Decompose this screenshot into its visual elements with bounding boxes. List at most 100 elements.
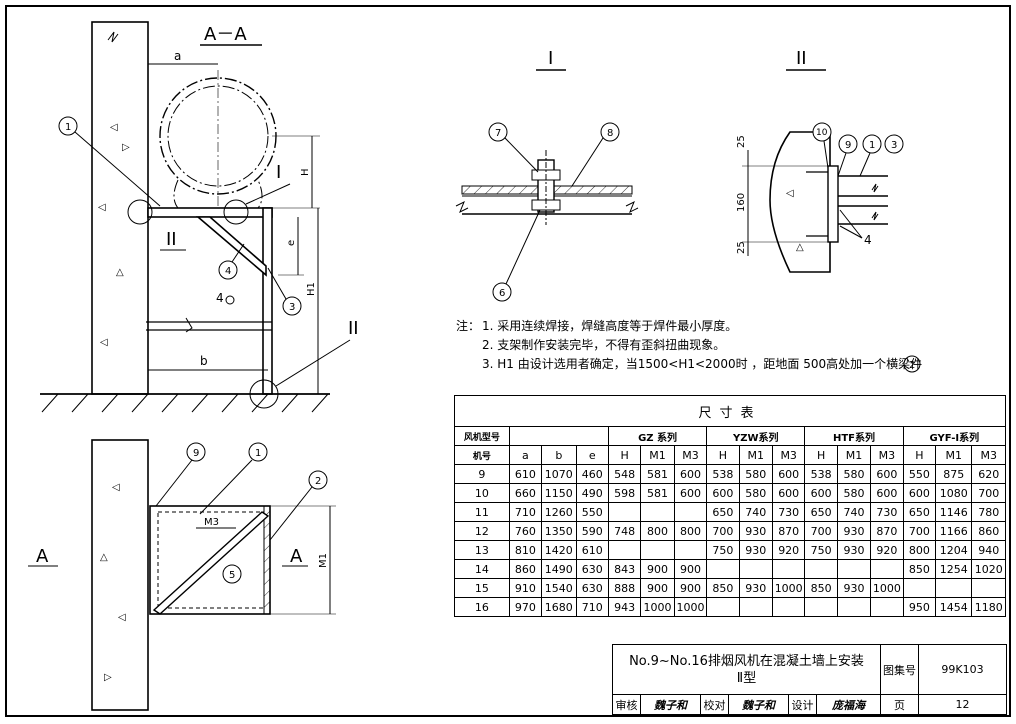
detail-ii-ref-2: II [348,318,359,339]
table-cell: 930 [738,578,773,598]
col-header: e [575,445,609,465]
table-cell: 748 [607,521,642,541]
svg-text:▷: ▷ [122,142,130,153]
table-cell: 1254 [935,559,973,579]
table-cell: 870 [870,521,904,541]
table-cell: 600 [706,483,740,503]
table-cell [836,559,872,579]
callout-1-a: 1 [65,122,71,133]
diagonal-brace-plan [152,511,270,615]
table-cell: 600 [804,483,838,503]
table-cell: 1080 [935,483,973,503]
table-cell: 700 [902,521,937,541]
horizontal-beam [147,207,273,218]
table-cell: 1420 [541,540,577,560]
table-cell: 800 [902,540,937,560]
table-cell: 600 [673,483,708,503]
dim-b-label: b [200,354,208,368]
table-cell [870,597,904,617]
svg-text:◁: ◁ [100,337,108,348]
table-cell: 1166 [935,521,973,541]
callout-5: 5 [229,570,235,581]
table-cell: 930 [836,578,872,598]
wall-plan [91,439,149,711]
table-cell: 620 [971,464,1006,484]
callout-7: 7 [495,128,501,139]
col-header: H [804,445,838,465]
table-cell: 780 [971,502,1006,522]
table-cell: 590 [575,521,609,541]
table-caption: 尺寸表 [454,395,1006,427]
table-cell: 580 [738,464,773,484]
detail-ii-ref: II [166,229,177,250]
callout-2: 2 [315,476,321,487]
table-cell: 730 [870,502,904,522]
table-cell: 843 [607,559,642,579]
table-cell: 970 [508,597,543,617]
svg-text:◁: ◁ [118,612,126,623]
table-cell: 740 [836,502,872,522]
svg-text:◁: ◁ [110,122,118,133]
notes: 注： 1. 采用连续焊接，焊缝高度等于焊件最小厚度。 2. 支架制作安装完毕，不… [456,318,922,373]
table-cell: 700 [971,483,1006,503]
table-cell [673,502,708,522]
detail-i-ref: I [276,162,281,183]
concrete-wall [91,21,149,395]
svg-text:△: △ [116,267,124,278]
table-cell: 860 [971,521,1006,541]
dim-m1-label: M1 [318,553,329,568]
svg-text:▷: ▷ [104,672,112,683]
table-cell: 1454 [935,597,973,617]
svg-text:△: △ [100,552,108,563]
review-label: 审核 [612,694,641,715]
fan-model-label: 风机型号 [454,426,510,446]
col-header: H [902,445,937,465]
table-cell: 650 [706,502,740,522]
table-cell: 538 [706,464,740,484]
table-cell: 930 [738,540,773,560]
table-cell [935,578,973,598]
table-cell [771,559,806,579]
svg-text:◁: ◁ [786,188,794,199]
title-block: No.9~No.16排烟风机在混凝土墙上安装 Ⅱ型 图集号 99K103 审核 … [612,644,1007,715]
table-cell [804,597,838,617]
table-cell: 900 [640,578,675,598]
table-cell: 1146 [935,502,973,522]
detail-i-title: I [548,48,553,69]
table-cell: 710 [508,502,543,522]
title-line-2: Ⅱ型 [736,670,757,686]
table-cell: 1150 [541,483,577,503]
table-cell: 650 [804,502,838,522]
machine-no-cell: 15 [454,578,510,598]
table-cell: 581 [640,464,675,484]
table-cell [870,559,904,579]
table-cell: 600 [902,483,937,503]
group-gyf: GYF-Ⅰ系列 [902,426,1007,446]
table-cell [738,597,773,617]
table-cell: 580 [836,483,872,503]
diagonal-brace [195,216,267,277]
weld-symbol-a: 4 [216,291,224,305]
table-cell [902,578,937,598]
dim-160: 160 [736,193,747,212]
table-cell: 943 [607,597,642,617]
callout-6: 6 [499,288,505,299]
table-cell: 700 [706,521,740,541]
table-cell [971,578,1006,598]
design-label: 设计 [788,694,817,715]
dim-25-top: 25 [736,135,747,148]
table-cell [738,559,773,579]
table-cell [607,502,642,522]
view-plan: ◁ △ ◁ ▷ M3 M1 A A 9 1 2 5 [28,439,336,711]
machine-no-cell: 13 [454,540,510,560]
table-cell: 610 [508,464,543,484]
table-cell: 1680 [541,597,577,617]
table-cell: 930 [836,521,872,541]
table-cell [771,597,806,617]
vertical-post [262,207,273,395]
machine-no-cell: 16 [454,597,510,617]
table-cell: 700 [804,521,838,541]
table-cell [640,540,675,560]
table-cell: 1020 [971,559,1006,579]
